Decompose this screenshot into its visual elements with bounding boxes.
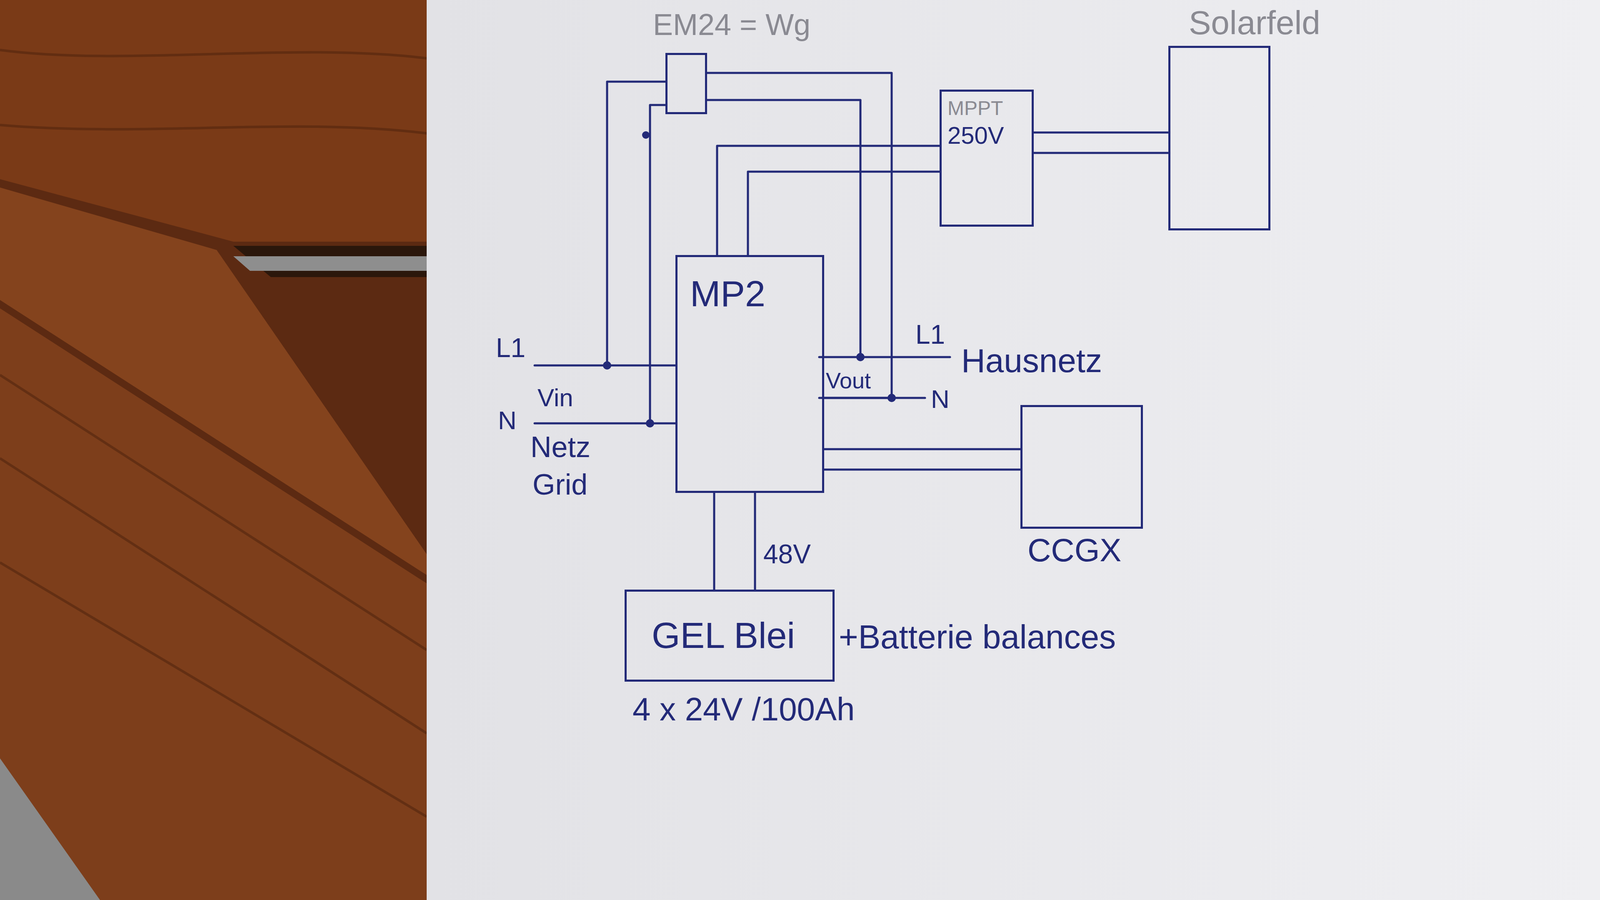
control-unit-box: CCGX <box>1020 405 1143 529</box>
neutral-label: N <box>497 406 517 435</box>
energy-meter-box: EM24 = Wg <box>665 52 708 115</box>
junction-dot <box>642 131 650 139</box>
grid-label: Netz <box>530 431 591 464</box>
charge-controller-box: MPPT250V <box>939 89 1034 227</box>
meter-n-wire <box>650 105 666 424</box>
cable-connector <box>717 145 940 255</box>
control-unit-caption: CCGX <box>1027 532 1122 569</box>
grid-n-wire <box>534 422 676 425</box>
output-label: Vout <box>825 368 871 393</box>
junction-dot <box>856 352 865 362</box>
house-l1-wire <box>819 356 950 359</box>
device-name: MPPT <box>947 97 1026 120</box>
battery-spec: 4 x 24V /100Ah <box>632 691 855 728</box>
junction-dot <box>602 361 612 370</box>
wood-plank <box>0 0 427 242</box>
meter-l1-wire <box>607 81 666 366</box>
meter-heading: EM24 = Wg <box>652 8 811 42</box>
phase-label: L1 <box>495 333 526 363</box>
solar-array-box: Solarfeld <box>1168 45 1271 231</box>
floor-patch <box>0 758 100 900</box>
voltage-rating: 250V <box>947 122 1026 149</box>
meter-out-wire <box>707 100 861 358</box>
battery-box: GEL Blei <box>624 589 835 682</box>
wood-plank <box>0 308 427 900</box>
wood-grain <box>0 50 427 817</box>
cable-connector <box>714 492 755 590</box>
paper <box>426 0 1600 900</box>
battery-note: +Batterie balances <box>838 618 1116 656</box>
cable-connector <box>707 72 892 398</box>
array-heading: Solarfeld <box>1188 4 1321 42</box>
inverter-box: MP2 <box>675 255 825 493</box>
voltage-label: 48V <box>763 539 811 569</box>
junction-dot <box>645 419 655 428</box>
grid-label: Grid <box>532 468 588 501</box>
cable-connector <box>1033 132 1169 153</box>
phase-label: L1 <box>915 320 945 350</box>
inverter-name: MP2 <box>690 273 810 315</box>
house-grid-label: Hausnetz <box>961 342 1103 380</box>
wood-gap <box>233 245 427 278</box>
input-label: Vin <box>537 384 574 412</box>
battery-name: GEL Blei <box>651 615 795 656</box>
neutral-label: N <box>930 385 950 414</box>
cable-connector <box>824 449 1021 470</box>
floor-patch <box>233 256 427 271</box>
wood <box>0 0 427 900</box>
